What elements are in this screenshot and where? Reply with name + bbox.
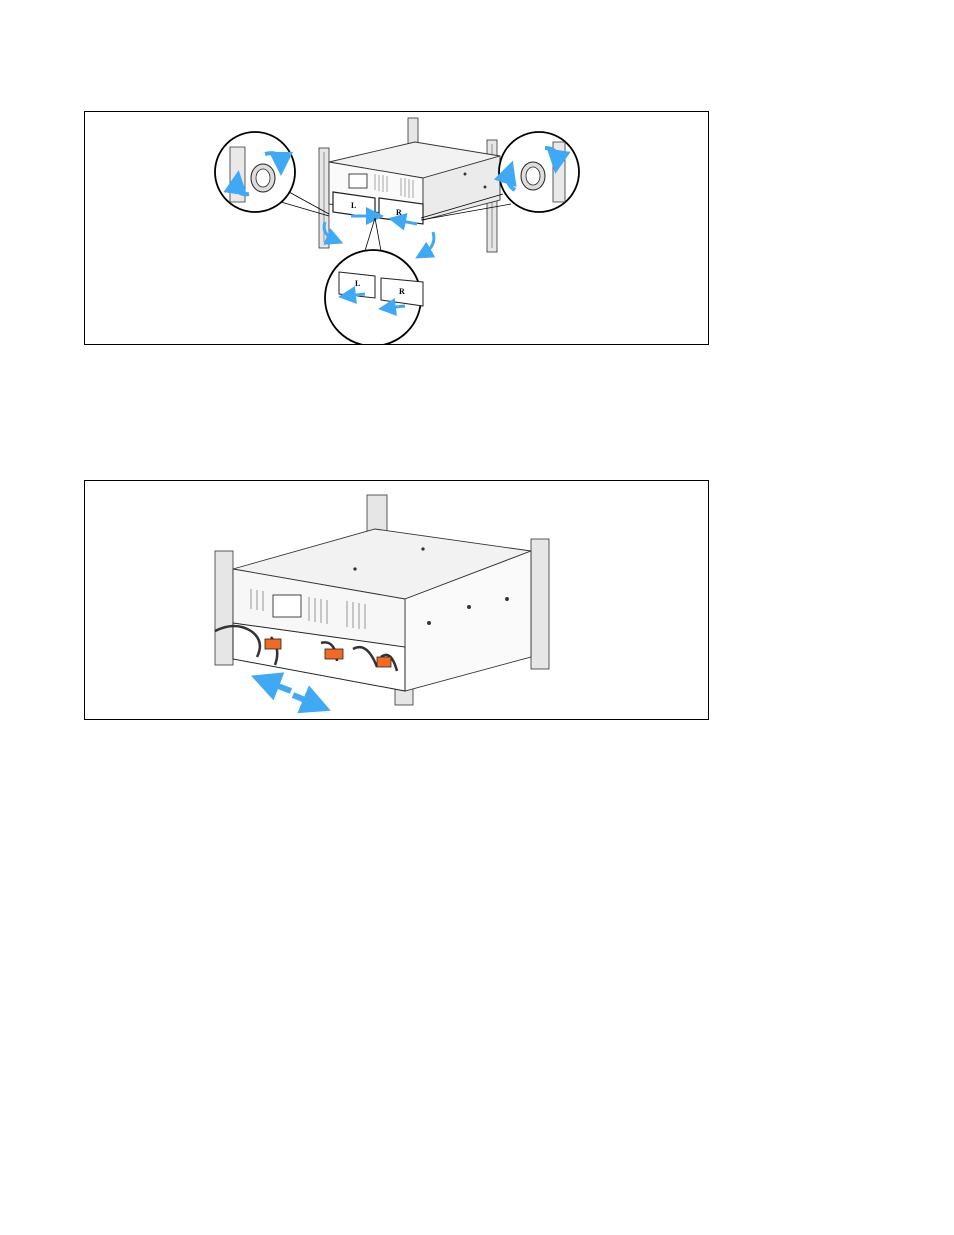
- bezel-label-left: L: [351, 201, 356, 210]
- zoom-callout-bottom: L R: [325, 250, 423, 344]
- thumbscrew-icon: [251, 164, 275, 192]
- zoom-label-left: L: [355, 279, 360, 288]
- rack-rail-right: [531, 539, 549, 669]
- thumbscrew-icon: [521, 162, 545, 190]
- bezel-label-right: R: [396, 208, 402, 217]
- zoom-callout-left: [215, 132, 295, 212]
- push-pull-arrows: [265, 681, 317, 705]
- zoom-label-right: R: [399, 287, 405, 296]
- figure-battery-connectors: [84, 480, 709, 720]
- bezel-removal-illustration: L R: [85, 112, 708, 344]
- battery-connector-illustration: [85, 481, 708, 719]
- figure-remove-bezel: L R: [84, 111, 709, 345]
- zoom-callout-right: [499, 132, 579, 212]
